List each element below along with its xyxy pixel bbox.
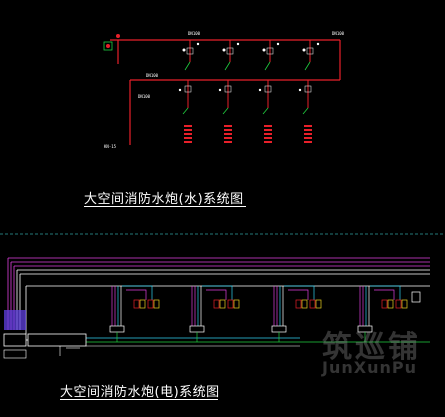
cannon-control-group [357,285,408,342]
end-device [411,291,421,303]
water-cannon-branch [218,80,232,143]
pipe-size-label: DN100 [188,31,201,36]
pipe-size-label: DN100 [332,31,345,36]
title-underline [84,206,246,207]
electric-diagram-title: 大空间消防水炮(电)系统图 [60,385,220,400]
cannon-control-group [271,285,322,342]
cannon-control-group [109,285,160,342]
water-cannon-branch [178,80,192,143]
controller-box [3,333,27,347]
cannon-control-group [189,285,240,342]
water-cannon-branch [222,40,240,71]
water-cannon-branch [258,80,272,143]
valve-icon [103,41,113,51]
magenta-terminal-block [4,310,26,330]
watermark-brand-en: JunXunPu [322,358,417,377]
water-cannon-branch [302,40,320,71]
control-panel-box [27,333,87,347]
pipe-size-label: DN100 [138,94,151,99]
water-cannon-branch [262,40,280,71]
water-cannon-branch [182,40,200,71]
watermark-brand-cn: 筑巡铺 [322,330,421,365]
device-label: KN-15 [104,144,117,149]
water-diagram-title: 大空间消防水炮(水)系统图 [84,192,244,207]
title-underline [60,399,218,400]
water-cannon-branch [298,80,312,143]
pipe-size-label: DN100 [146,73,159,78]
